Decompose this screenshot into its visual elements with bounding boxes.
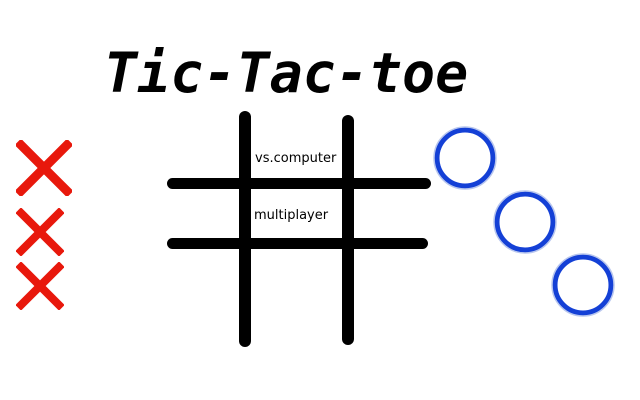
game-title: Tic-Tac-toe bbox=[104, 41, 469, 105]
board-line-horizontal-top bbox=[167, 178, 431, 189]
o-mark-icon bbox=[493, 190, 557, 254]
multiplayer-button[interactable]: multiplayer bbox=[254, 208, 329, 223]
vs-computer-button[interactable]: vs.computer bbox=[255, 151, 337, 166]
x-mark-icon bbox=[16, 208, 64, 256]
x-mark-icon bbox=[16, 262, 64, 310]
board-line-horizontal-bottom bbox=[167, 238, 428, 249]
x-mark-icon bbox=[16, 140, 72, 196]
board-line-vertical-left bbox=[239, 111, 251, 347]
o-mark-icon bbox=[433, 126, 497, 190]
board-line-vertical-right bbox=[342, 115, 354, 345]
o-mark-icon bbox=[551, 253, 615, 317]
